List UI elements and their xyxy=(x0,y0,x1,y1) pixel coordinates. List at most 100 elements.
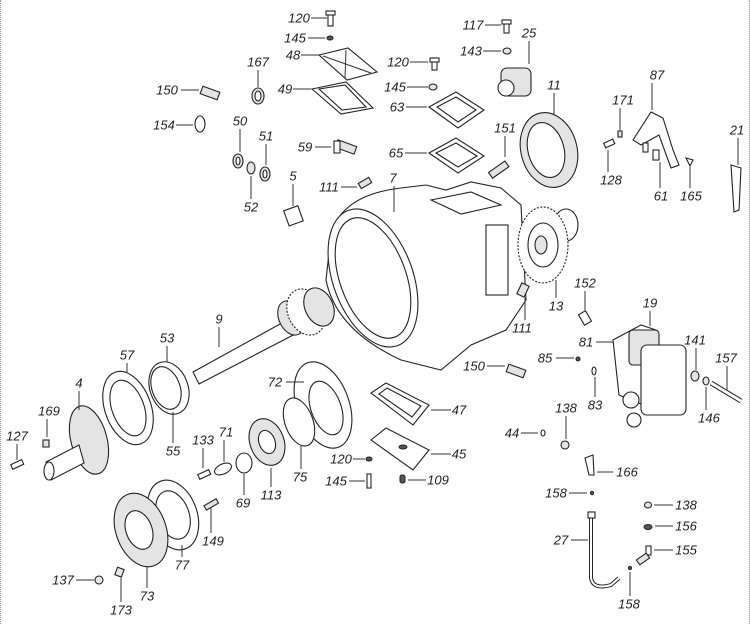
callout-label: 165 xyxy=(680,189,702,204)
callout: 145 xyxy=(325,474,365,489)
callout-label: 47 xyxy=(452,403,467,418)
part-pin-171 xyxy=(617,130,623,138)
part-washer-143 xyxy=(502,47,512,55)
callout: 111 xyxy=(319,180,357,195)
callout: 113 xyxy=(261,468,282,503)
callout: 141 xyxy=(684,333,706,370)
callout: 166 xyxy=(597,465,639,480)
callout: 63 xyxy=(390,100,427,115)
callout-label: 44 xyxy=(505,426,519,441)
callout: 53 xyxy=(160,331,175,362)
part-gasket-47 xyxy=(370,382,430,426)
callout-label: 111 xyxy=(319,180,339,195)
part-washer-156 xyxy=(643,524,653,530)
part-stud-151 xyxy=(487,160,510,179)
part-gear-13 xyxy=(517,206,579,284)
callout-label: 152 xyxy=(574,276,596,291)
callout: 59 xyxy=(298,140,331,155)
callout-label: 167 xyxy=(247,55,269,70)
callout: 150 xyxy=(463,359,505,374)
callout-label: 5 xyxy=(289,169,297,184)
part-valve-19 xyxy=(612,324,687,428)
part-hub-4 xyxy=(43,405,110,481)
callout-label: 85 xyxy=(538,351,553,366)
callout-label: 49 xyxy=(278,82,292,97)
part-bolt-59 xyxy=(333,139,358,155)
callout-label: 55 xyxy=(166,444,181,459)
callout: 45 xyxy=(431,447,467,462)
callout: 47 xyxy=(431,403,467,418)
part-fitting-155 xyxy=(635,545,652,566)
part-ring-75 xyxy=(282,397,316,447)
part-stud-149 xyxy=(203,498,220,511)
callout: 156 xyxy=(655,519,698,534)
part-plug-5 xyxy=(282,205,304,227)
callout: 19 xyxy=(643,296,657,326)
callout-label: 77 xyxy=(175,558,190,573)
callout-label: 19 xyxy=(643,296,657,311)
callout: 5 xyxy=(289,169,297,206)
callout: 81 xyxy=(579,335,613,350)
part-ring-53 xyxy=(148,361,190,415)
part-gasket-57 xyxy=(102,370,154,446)
callout-label: 25 xyxy=(521,26,537,41)
part-ball-85 xyxy=(575,356,581,362)
part-bolt-120-mid xyxy=(429,57,440,71)
callout-label: 45 xyxy=(452,447,467,462)
part-bolt-120-top xyxy=(325,10,336,27)
callout-label: 149 xyxy=(202,534,224,549)
callout-label: 158 xyxy=(618,597,640,612)
callout: 167 xyxy=(247,55,270,87)
part-washer-146 xyxy=(702,376,710,386)
callout: 50 xyxy=(233,114,248,152)
callout-label: 120 xyxy=(288,11,310,26)
callout-label: 120 xyxy=(387,55,409,70)
callout-label: 151 xyxy=(494,121,516,136)
callout-label: 154 xyxy=(153,118,175,133)
callout-label: 145 xyxy=(284,31,306,46)
callout: 49 xyxy=(278,82,311,97)
callout: 111 xyxy=(512,298,532,336)
part-bolt-120-low xyxy=(365,456,373,462)
part-rod-21 xyxy=(680,138,742,213)
callout-label: 173 xyxy=(110,603,132,618)
part-disc-69 xyxy=(235,452,253,474)
part-washer-145-mid xyxy=(428,83,438,91)
callout: 57 xyxy=(120,348,135,372)
callout: 71 xyxy=(219,425,233,462)
callout-label: 71 xyxy=(219,425,233,440)
callout: 11 xyxy=(547,78,561,114)
callout: 151 xyxy=(494,121,516,157)
part-pin-83 xyxy=(591,366,597,376)
callout-label: 83 xyxy=(588,398,603,413)
callout: 158 xyxy=(618,572,641,612)
callout-label: 4 xyxy=(75,376,82,391)
callout-label: 145 xyxy=(384,80,406,95)
part-seal-51 xyxy=(259,166,271,182)
callout-label: 109 xyxy=(427,473,449,488)
callout: 61 xyxy=(654,162,668,204)
part-washer-141 xyxy=(690,370,700,382)
callout: 138 xyxy=(555,401,578,439)
callout-label: 155 xyxy=(675,543,697,558)
callout-label: 138 xyxy=(555,401,577,416)
callout: 72 xyxy=(268,375,304,390)
part-pipe-27 xyxy=(587,511,621,589)
part-housing-7 xyxy=(325,181,527,371)
callout: 13 xyxy=(549,280,564,314)
callout-label: 137 xyxy=(52,573,74,588)
callout: 150 xyxy=(156,83,199,98)
callout: 27 xyxy=(553,533,588,548)
callout: 137 xyxy=(52,573,94,588)
callout: 9 xyxy=(215,312,223,347)
callout: 73 xyxy=(140,566,155,604)
callout: 120 xyxy=(387,55,428,70)
callout: 146 xyxy=(698,387,721,426)
callout: 87 xyxy=(650,68,665,110)
callout-label: 81 xyxy=(579,335,593,350)
callout: 173 xyxy=(110,578,133,618)
part-clutch-11 xyxy=(519,112,579,188)
